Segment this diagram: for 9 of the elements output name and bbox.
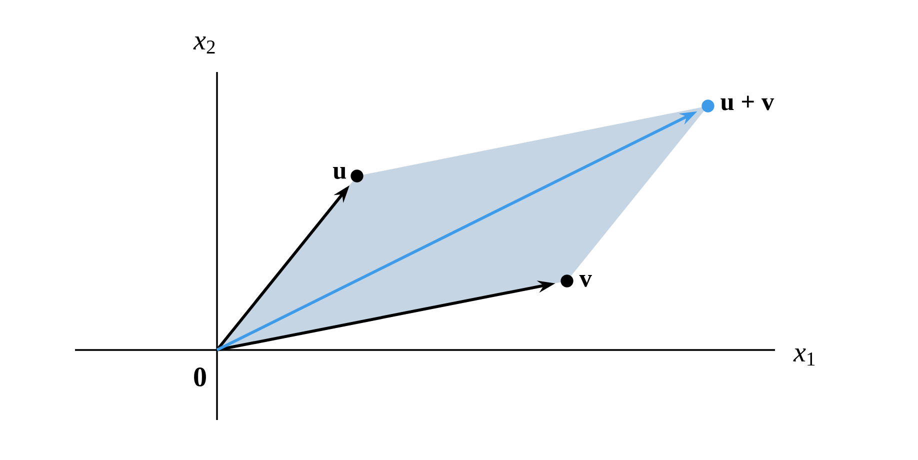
axis-label: x$_{2}$ — [193, 36, 215, 54]
vector-label: u + v — [720, 96, 774, 110]
point-dot — [702, 100, 714, 112]
vector-label: v — [579, 275, 592, 287]
origin-label: 0 — [194, 368, 206, 386]
axis-label: x$_{1}$ — [793, 348, 815, 366]
point-dot — [350, 170, 364, 182]
vector-label: u — [333, 167, 346, 179]
point-dot — [560, 274, 574, 288]
